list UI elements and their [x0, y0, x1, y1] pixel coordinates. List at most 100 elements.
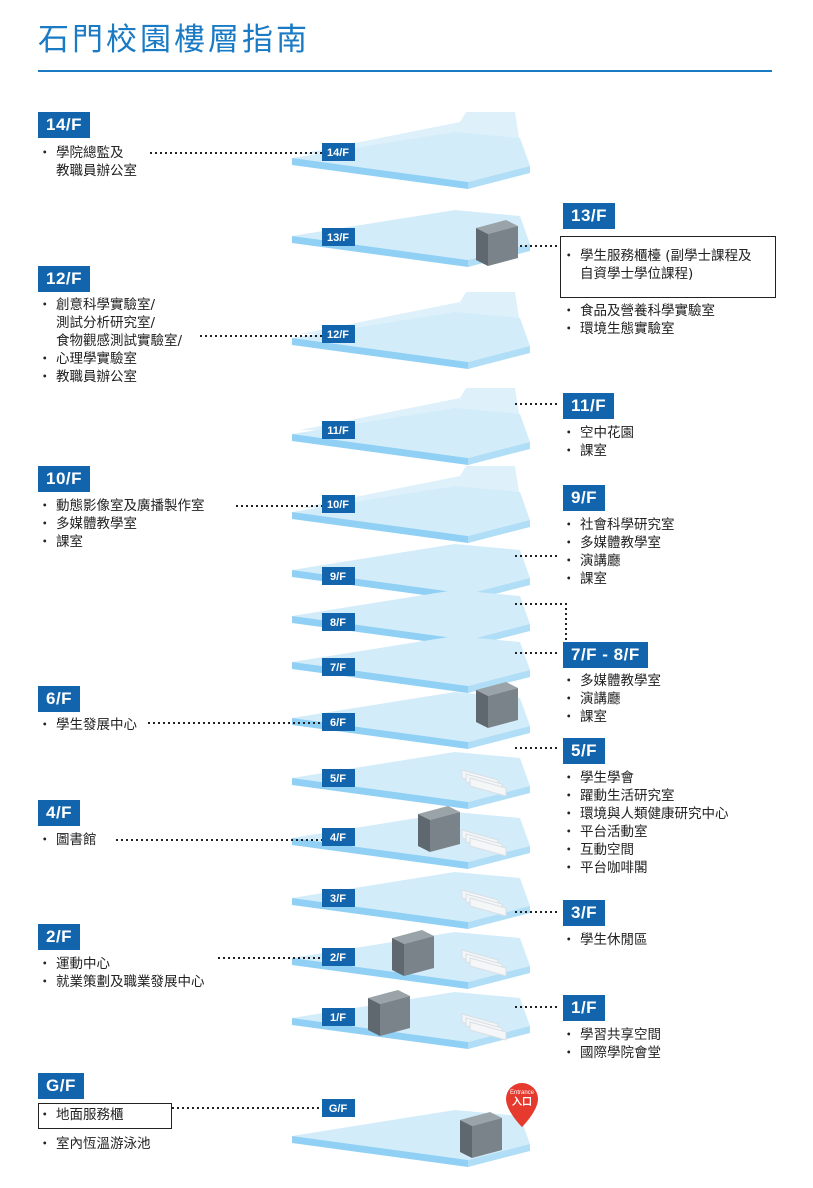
slab-side-edge: [468, 670, 530, 693]
list-item: 平台活動室: [562, 823, 729, 841]
slab-side-edge: [468, 442, 530, 465]
slab-tag-label: 11/F: [327, 425, 349, 437]
slab-front-edge: [292, 1136, 468, 1167]
list-item: 多媒體教學室: [562, 534, 675, 552]
slab-tag: 10/F: [322, 495, 355, 513]
slab-tag: G/F: [322, 1099, 355, 1117]
slab-side-edge: [468, 1144, 530, 1167]
floor-tag-3f: 3/F: [563, 900, 606, 926]
slab-side-edge: [468, 906, 530, 929]
slab-tag-label: 4/F: [330, 832, 346, 844]
floor-list-6f: 學生發展中心: [38, 716, 137, 734]
slab-side-edge: [468, 846, 530, 869]
cube-icon: [368, 990, 410, 1036]
list-item: 國際學院會堂: [562, 1044, 661, 1062]
list-item: 演講廳: [562, 690, 661, 708]
list-item: 室內恆溫游泳池: [38, 1135, 150, 1153]
slab-tag-label: 13/F: [327, 232, 349, 244]
slab-side-edge: [468, 966, 530, 989]
list-item: 環境生態實驗室: [562, 320, 715, 338]
list-item: 課室: [38, 533, 205, 551]
slab-top: [292, 752, 530, 802]
slab-top: [292, 872, 530, 922]
floor-list-7f-8f: 多媒體教學室 演講廳 課室: [562, 672, 661, 726]
13f-highlight-box: [560, 236, 776, 298]
list-item: 多媒體教學室: [38, 515, 205, 533]
floor-tag-12f: 12/F: [38, 266, 91, 292]
seats-icon: [461, 889, 507, 917]
slab-top: [292, 132, 530, 182]
slab-tag-label: G/F: [329, 1103, 348, 1115]
slab-top: [292, 636, 530, 686]
list-item: 學生發展中心: [38, 716, 137, 734]
floor-tag-13f: 13/F: [563, 203, 616, 229]
list-item: 互動空間: [562, 841, 729, 859]
floor-slab: [292, 388, 530, 465]
floor-tag-5f: 5/F: [563, 738, 606, 764]
leader-line: [515, 603, 567, 650]
slab-front-edge: [292, 512, 468, 543]
slab-front-edge: [292, 434, 468, 465]
slab-front-edge: [292, 158, 468, 189]
list-item: 運動中心: [38, 955, 205, 973]
slab-tag: 11/F: [322, 421, 355, 439]
slab-tag: 14/F: [322, 143, 355, 161]
slab-tag: 5/F: [322, 769, 355, 787]
list-item: 心理學實驗室: [38, 350, 182, 368]
list-item: 多媒體教學室: [562, 672, 661, 690]
list-item: 創意科學實驗室/: [38, 296, 182, 314]
cube-icon: [392, 930, 434, 976]
slab-tag: 7/F: [322, 658, 355, 676]
slab-tag: 6/F: [322, 713, 355, 731]
list-item: 學生服務櫃檯 (副學士課程及: [562, 247, 752, 265]
slab-top: [292, 812, 530, 862]
seats-icon: [461, 769, 507, 797]
seats-icon: [461, 949, 507, 977]
floor-list-13f-boxed: 學生服務櫃檯 (副學士課程及 自資學士學位課程): [562, 247, 752, 283]
floor-tag-9f: 9/F: [563, 485, 606, 511]
slab-tag: 3/F: [322, 889, 355, 907]
floor-list-11f: 空中花園 課室: [562, 424, 634, 460]
floor-list-4f: 圖書館: [38, 831, 96, 849]
floor-tag-1f: 1/F: [563, 995, 606, 1021]
list-item: 圖書館: [38, 831, 96, 849]
list-item: 食品及營養科學實驗室: [562, 302, 715, 320]
slab-side-edge: [468, 520, 530, 543]
entrance-label-zh: 入口: [512, 1096, 532, 1108]
slab-top: [292, 692, 530, 742]
slab-top: [292, 486, 530, 536]
slab-tag-label: 8/F: [330, 617, 346, 629]
floor-list-13f: 食品及營養科學實驗室 環境生態實驗室: [562, 302, 715, 338]
slab-top: [292, 312, 530, 362]
list-item: 環境與人類健康研究中心: [562, 805, 728, 823]
list-item: 就業策劃及職業發展中心: [38, 973, 204, 991]
slab-tag: 9/F: [322, 567, 355, 585]
slab-tag-label: 1/F: [330, 1012, 346, 1024]
list-item: 課室: [562, 442, 634, 460]
floor-tag-6f: 6/F: [38, 686, 81, 712]
slab-side-edge: [468, 346, 530, 369]
slab-tag-label: 2/F: [330, 952, 346, 964]
list-item: 測試分析研究室/: [56, 315, 156, 331]
list-item: 學院總監及: [38, 144, 137, 162]
floor-list-14f: 學院總監及 教職員辦公室: [38, 144, 137, 180]
list-item: 課室: [562, 708, 661, 726]
floor-list-10f: 動態影像室及廣播製作室 多媒體教學室 課室: [38, 497, 205, 551]
slab-tag-label: 6/F: [330, 717, 346, 729]
title-divider: [38, 70, 772, 72]
cube-icon: [418, 806, 460, 852]
cube-icon: [460, 1112, 502, 1158]
floor-tag-2f: 2/F: [38, 924, 81, 950]
floor-tag-11f: 11/F: [563, 393, 615, 419]
seats-icon: [461, 829, 507, 857]
seats-icon: [461, 1013, 507, 1041]
list-item: 躍動生活研究室: [562, 787, 729, 805]
list-item: 演講廳: [562, 552, 675, 570]
slab-tag: 12/F: [322, 325, 355, 343]
list-item: 動態影像室及廣播製作室: [38, 497, 204, 515]
list-item: 教職員辦公室: [38, 368, 182, 386]
slab-tag-label: 7/F: [330, 662, 346, 674]
list-item: 空中花園: [562, 424, 634, 442]
slab-tag: 2/F: [322, 948, 355, 966]
